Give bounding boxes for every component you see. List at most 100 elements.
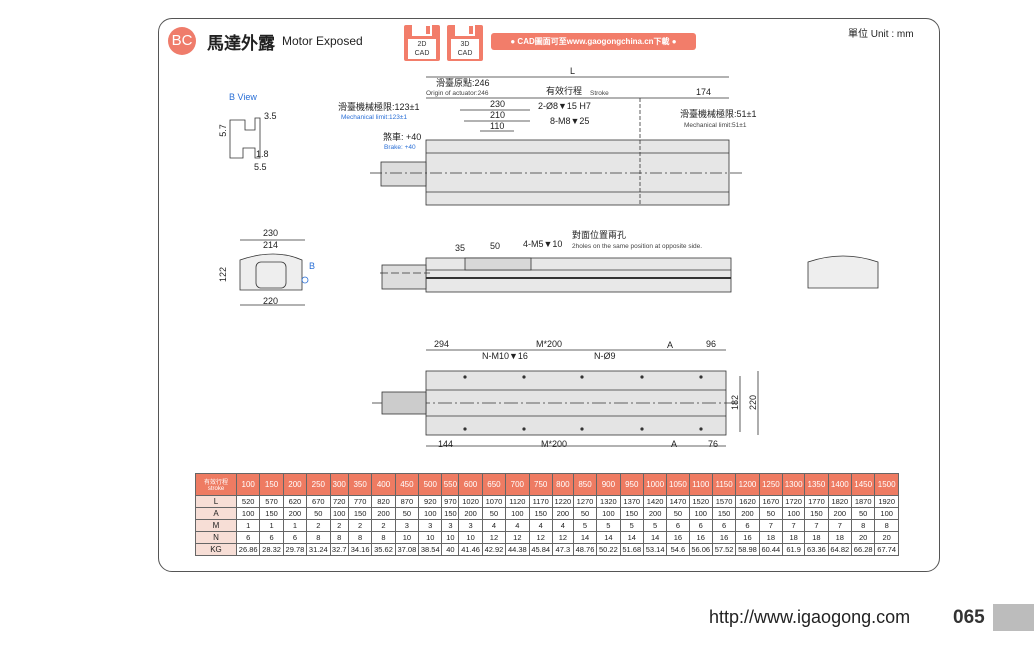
- cad-3d-label: CAD: [457, 50, 473, 57]
- end-view-right: [807, 255, 879, 289]
- table-cell: 620: [282, 495, 308, 508]
- table-cell: 57.52: [711, 543, 737, 556]
- dim-m200-top: M*200: [536, 339, 563, 349]
- stroke-cell: 1200: [735, 473, 760, 496]
- table-cell: 18: [804, 531, 829, 544]
- table-cell: 3: [458, 519, 483, 532]
- table-cell: 42.92: [481, 543, 507, 556]
- table-cell: 6: [735, 519, 760, 532]
- stroke-cell: 850: [572, 473, 598, 496]
- title-cn: 馬達外露: [207, 34, 275, 53]
- table-cell: 100: [688, 507, 713, 520]
- stroke-cell: 400: [371, 473, 396, 496]
- table-cell: 16: [666, 531, 690, 544]
- table-cell: 7: [827, 519, 853, 532]
- section-badge: BC: [168, 27, 196, 55]
- dim-A-bottom: A: [671, 439, 678, 449]
- stroke-cell: 750: [528, 473, 553, 496]
- table-cell: 100: [235, 507, 261, 520]
- table-cell: 10: [441, 531, 460, 544]
- table-cell: 1370: [619, 495, 644, 508]
- table-cell: 970: [441, 495, 460, 508]
- table-cell: 50: [850, 507, 876, 520]
- table-cell: 1220: [551, 495, 574, 508]
- dim-122-end: 122: [218, 266, 229, 283]
- table-cell: 2: [347, 519, 373, 532]
- stroke-cell: 250: [306, 473, 331, 496]
- table-cell: 870: [394, 495, 420, 508]
- table-cell: 10: [418, 531, 443, 544]
- table-cell: 53.14: [642, 543, 668, 556]
- table-cell: 3: [418, 519, 443, 532]
- table-cell: 29.78: [282, 543, 308, 556]
- row-label: A: [195, 507, 237, 520]
- stroke-cell: 1450: [850, 473, 876, 496]
- stroke-cell: 650: [481, 473, 507, 496]
- table-cell: 150: [619, 507, 644, 520]
- table-cell: 16: [711, 531, 737, 544]
- dim-96: 96: [706, 339, 717, 349]
- end-view-left: [239, 253, 303, 291]
- table-cell: 6: [666, 519, 690, 532]
- row-label: L: [195, 495, 237, 508]
- table-cell: 1: [259, 519, 284, 532]
- floppy-icon: [412, 25, 432, 36]
- dim-76: 76: [708, 439, 719, 449]
- table-cell: 10: [458, 531, 483, 544]
- stroke-cell: 150: [259, 473, 284, 496]
- row-label: KG: [195, 543, 237, 556]
- table-cell: 2: [371, 519, 396, 532]
- website-url[interactable]: http://www.igaogong.com: [709, 607, 911, 627]
- table-cell: 20: [874, 531, 899, 544]
- origin-cn: 滑臺原點:246: [436, 78, 490, 88]
- stroke-cell: 600: [458, 473, 483, 496]
- table-cell: 14: [596, 531, 621, 544]
- stroke-cell: 1100: [688, 473, 713, 496]
- dim-3.5: 3.5: [264, 111, 277, 121]
- stroke-cell: 950: [619, 473, 644, 496]
- table-cell: 56.06: [688, 543, 713, 556]
- mech-right-cn: 滑臺機械極限:51±1: [680, 109, 757, 119]
- table-cell: 5: [572, 519, 598, 532]
- stroke-cell: 1300: [782, 473, 806, 496]
- table-cell: 6: [711, 519, 737, 532]
- table-cell: 12: [481, 531, 507, 544]
- table-cell: 150: [804, 507, 829, 520]
- table-cell: 18: [782, 531, 806, 544]
- stroke-cell: 1250: [758, 473, 784, 496]
- origin-en: Origin of actuator:246: [426, 90, 489, 97]
- table-cell: 26.86: [235, 543, 261, 556]
- table-cell: 5: [619, 519, 644, 532]
- table-cell: 200: [371, 507, 396, 520]
- table-cell: 1720: [782, 495, 806, 508]
- stroke-cell: 500: [418, 473, 443, 496]
- table-cell: 50: [394, 507, 420, 520]
- b-view-marker: B: [309, 261, 316, 271]
- stroke-cell: 1500: [874, 473, 899, 496]
- table-cell: 66.28: [850, 543, 876, 556]
- table-cell: 1: [235, 519, 261, 532]
- table-cell: 920: [418, 495, 443, 508]
- table-cell: 4: [551, 519, 574, 532]
- title-en: Motor Exposed: [282, 34, 363, 48]
- table-cell: 200: [458, 507, 483, 520]
- dim-230-end: 230: [263, 228, 279, 238]
- stroke-cell: 1050: [666, 473, 690, 496]
- table-cell: 150: [441, 507, 460, 520]
- table-cell: 28.32: [259, 543, 284, 556]
- stroke-cell: 550: [441, 473, 460, 496]
- table-cell: 520: [235, 495, 261, 508]
- stroke-cell: 200: [282, 473, 308, 496]
- table-cell: 200: [642, 507, 668, 520]
- table-cell: 14: [619, 531, 644, 544]
- cad-download-link[interactable]: ● CAD圖面可至www.gaogongchina.cn下載 ●: [491, 33, 696, 50]
- brake-en: Brake: +40: [384, 144, 416, 151]
- table-cell: 1570: [711, 495, 737, 508]
- stroke-cell: 1150: [711, 473, 737, 496]
- stroke-cell: 700: [505, 473, 530, 496]
- dim-1.8: 1.8: [256, 149, 269, 159]
- row-label: N: [195, 531, 237, 544]
